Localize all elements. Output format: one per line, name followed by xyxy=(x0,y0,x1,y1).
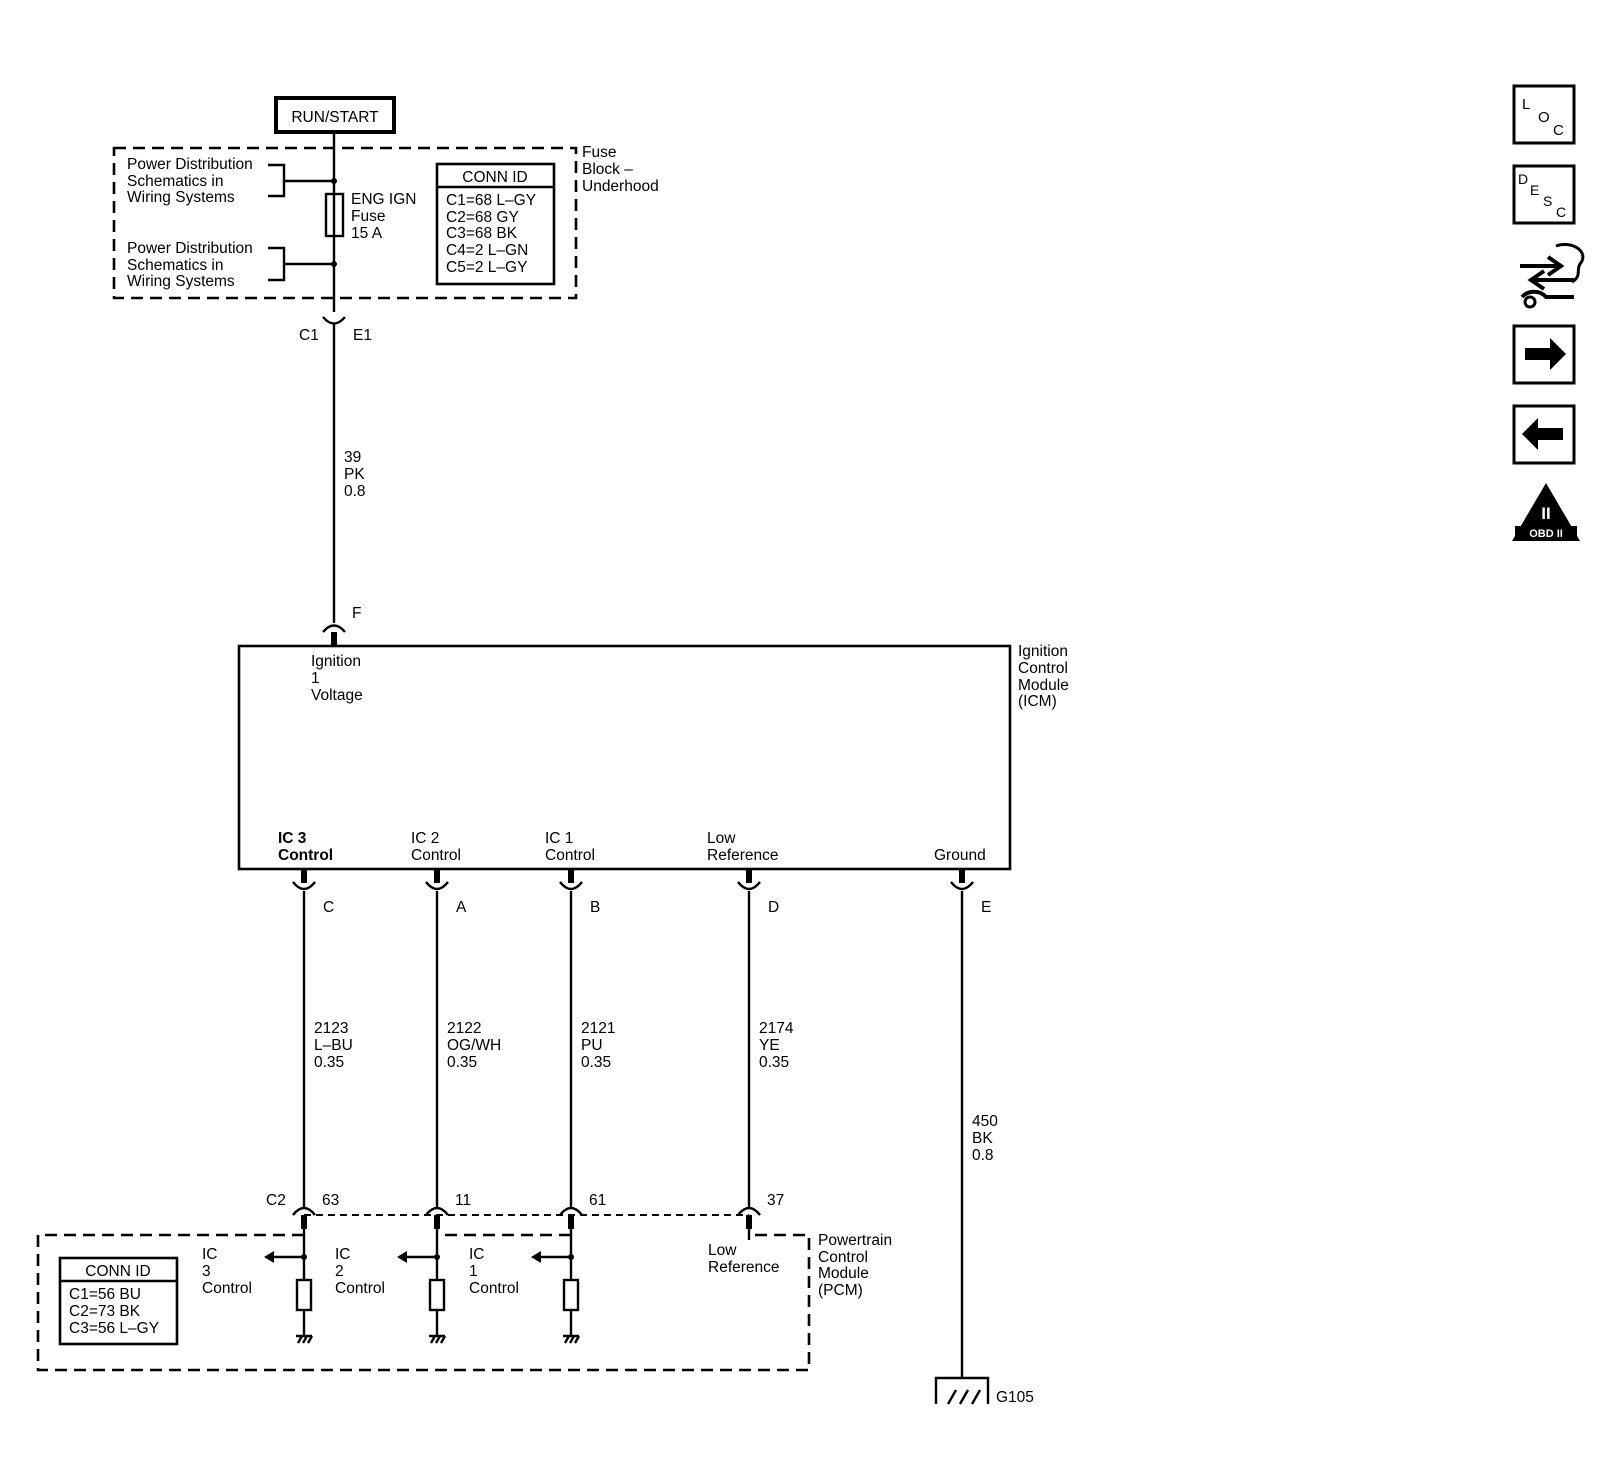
pcm-conn-id-title: CONN ID xyxy=(85,1263,150,1280)
svg-text:C: C xyxy=(1556,204,1566,220)
icm-ic1-control-label: IC 1 Control xyxy=(545,830,595,864)
icm-ignition-voltage-label: Ignition 1 Voltage xyxy=(311,653,365,704)
pcm-connector-c2-label: C2 xyxy=(266,1192,286,1209)
svg-text:E: E xyxy=(1530,182,1539,198)
svg-text:D: D xyxy=(1518,171,1528,187)
icm-pin-e: E xyxy=(981,899,991,916)
power-distribution-bracket-2 xyxy=(268,246,334,282)
icm-label: Ignition Control Module (ICM) xyxy=(1018,643,1073,710)
circuit-2123: C 2123 L–BU 0.35 63 xyxy=(292,869,357,1229)
wire-2122-label: 2122 OG/WH 0.35 xyxy=(447,1020,506,1071)
wire-2121-label: 2121 PU 0.35 xyxy=(581,1020,620,1071)
connector-e1-label: E1 xyxy=(353,327,372,344)
arrow-left-icon[interactable] xyxy=(1512,404,1576,465)
ground-g105-icon xyxy=(934,1376,990,1405)
icm-low-reference-label: Low Reference xyxy=(707,830,779,864)
conn-id-title: CONN ID xyxy=(462,169,527,186)
svg-text:S: S xyxy=(1543,193,1552,209)
icm-ground-label: Ground xyxy=(934,847,986,864)
connector-c1-label: C1 xyxy=(299,327,319,344)
fuse-label: ENG IGN Fuse 15 A xyxy=(351,191,421,242)
pcm-ic1-control-label: IC 1 Control xyxy=(469,1246,519,1297)
pcm-driver-ic2: IC 2 Control xyxy=(335,1229,447,1344)
power-distribution-bracket-1 xyxy=(268,163,334,198)
wire-2174-label: 2174 YE 0.35 xyxy=(759,1020,798,1071)
pcm-pin-61: 61 xyxy=(589,1192,606,1209)
fuse-block-conn-id-table: CONN ID C1=68 L–GY C2=68 GY C3=68 BK C4=… xyxy=(435,162,556,286)
run-start-source: RUN/START xyxy=(274,96,396,134)
circuit-2121: B 2121 PU 0.35 61 xyxy=(559,869,620,1229)
pcm-ic2-control-label: IC 2 Control xyxy=(335,1246,385,1297)
icm-outline xyxy=(237,644,1012,871)
pcm-label: Powertrain Control Module (PCM) xyxy=(818,1232,896,1299)
arrow-right-icon[interactable] xyxy=(1512,324,1576,385)
wire-450-label: 450 BK 0.8 xyxy=(972,1113,1002,1164)
fuse-block-outline xyxy=(112,146,578,300)
pcm-low-reference-label: Low Reference xyxy=(708,1242,780,1276)
icm-pin-c: C xyxy=(323,899,334,916)
ignition-control-module: Ignition Control Module (ICM) Ignition 1… xyxy=(237,643,1073,871)
connector-c1-e1: C1 E1 xyxy=(299,298,372,344)
circuit-2174: D 2174 YE 0.35 37 xyxy=(737,869,798,1229)
pcm-ic3-control-label: IC 3 Control xyxy=(202,1246,252,1297)
icm-ic2-control-label: IC 2 Control xyxy=(411,830,461,864)
svg-text:C: C xyxy=(1553,122,1564,139)
circuit-2122: A 2122 OG/WH 0.35 11 xyxy=(425,869,506,1229)
svg-text:II: II xyxy=(1541,504,1550,523)
svg-text:O: O xyxy=(1538,109,1550,126)
pcm-outline xyxy=(36,1233,811,1372)
connector-tools-icon[interactable] xyxy=(1520,243,1585,309)
wire-2123-label: 2123 L–BU 0.35 xyxy=(314,1020,357,1071)
pcm-pin-63: 63 xyxy=(322,1192,339,1209)
icm-pin-d: D xyxy=(768,899,779,916)
power-distribution-ref-1: Power Distribution Schematics in Wiring … xyxy=(127,156,257,206)
svg-text:OBD II: OBD II xyxy=(1529,528,1563,540)
pcm-pin-11: 11 xyxy=(455,1192,471,1209)
fuse-block-label: Fuse Block – Underhood xyxy=(582,144,659,195)
ground-id: G105 xyxy=(996,1389,1034,1406)
wire-39-label: 39 PK 0.8 xyxy=(344,449,369,500)
loc-icon[interactable]: L O C xyxy=(1512,84,1576,145)
pcm-conn-id-table: CONN ID C1=56 BU C2=73 BK C3=56 L–GY xyxy=(58,1256,179,1346)
obd-ii-icon[interactable]: II OBD II xyxy=(1512,483,1580,541)
icm-pin-b: B xyxy=(590,899,600,916)
fuse-block-underhood: Fuse Block – Underhood Power Distributio… xyxy=(112,144,659,300)
icm-ic3-control-label: IC 3 Control xyxy=(278,830,333,864)
desc-icon[interactable]: D E S C xyxy=(1512,164,1576,225)
icm-pin-a: A xyxy=(456,899,467,916)
circuit-450-ground: E 450 BK 0.8 G105 xyxy=(934,869,1034,1406)
pcm-conn-id-rows: C1=56 BU C2=73 BK C3=56 L–GY xyxy=(69,1286,159,1337)
powertrain-control-module: Powertrain Control Module (PCM) CONN ID … xyxy=(36,1229,896,1372)
conn-id-rows: C1=68 L–GY C2=68 GY C3=68 BK C4=2 L–GN C… xyxy=(446,192,540,276)
pcm-driver-ic1: IC 1 Control xyxy=(469,1229,581,1344)
power-distribution-ref-2: Power Distribution Schematics in Wiring … xyxy=(127,240,257,290)
run-start-label: RUN/START xyxy=(291,109,379,126)
pcm-pin-37: 37 xyxy=(767,1192,784,1209)
pcm-driver-ic3: IC 3 Control xyxy=(202,1229,314,1344)
svg-text:L: L xyxy=(1522,96,1530,113)
icm-connector-f: F xyxy=(322,605,361,646)
icm-pin-f: F xyxy=(352,605,361,622)
